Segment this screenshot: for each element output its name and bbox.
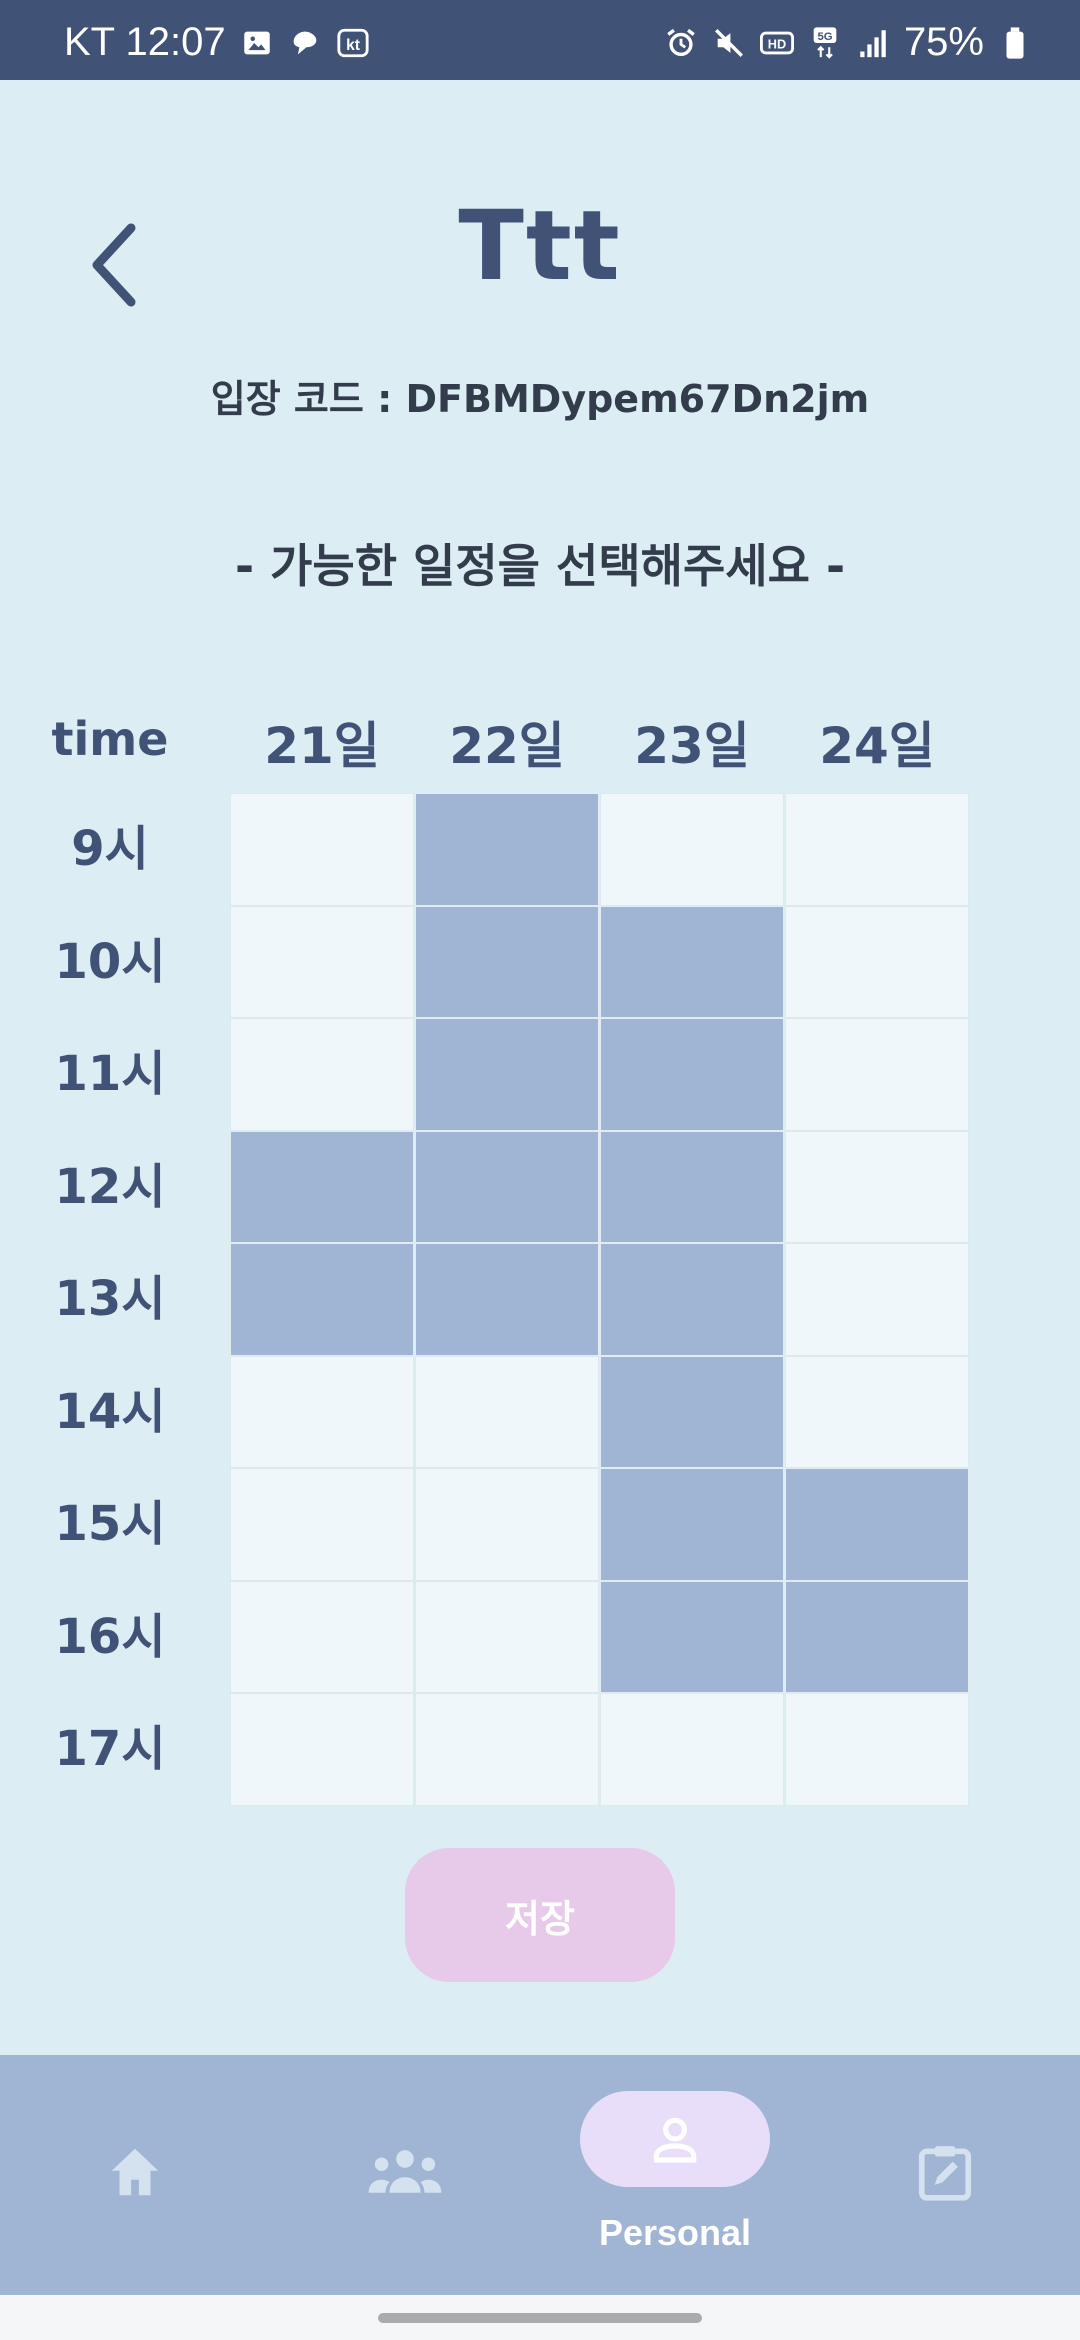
page-title: Ttt: [458, 190, 622, 302]
hour-label: 12시: [54, 1158, 166, 1215]
nav-personal-label: Personal: [598, 2212, 752, 2253]
status-bar: KT 12:07 kt HD 5G 75%: [0, 0, 1080, 80]
time-slot[interactable]: [785, 1131, 969, 1243]
hour-label: 10시: [54, 933, 166, 990]
time-slot-selected[interactable]: [415, 906, 599, 1018]
time-slot[interactable]: [415, 1468, 599, 1581]
time-slot[interactable]: [785, 1243, 969, 1356]
time-slot-selected[interactable]: [785, 1581, 969, 1693]
save-button[interactable]: 저장: [405, 1848, 675, 1982]
carrier-time: KT 12:07: [64, 20, 226, 64]
hd-icon: HD: [759, 26, 794, 60]
time-slot-selected[interactable]: [785, 1468, 969, 1581]
time-slot[interactable]: [230, 1468, 414, 1581]
time-slot[interactable]: [785, 793, 969, 906]
time-slot[interactable]: [415, 1693, 599, 1806]
time-slot[interactable]: [230, 1581, 414, 1693]
svg-text:kt: kt: [346, 37, 360, 54]
hour-label: 11시: [54, 1046, 166, 1102]
gesture-handle[interactable]: [378, 2313, 702, 2323]
hour-label: 9시: [71, 821, 149, 877]
gesture-bar-area: [0, 2295, 1080, 2340]
time-slot-selected[interactable]: [415, 1018, 599, 1131]
time-slot[interactable]: [415, 1356, 599, 1468]
time-slot[interactable]: [785, 1356, 969, 1468]
5g-icon: 5G: [808, 26, 842, 60]
time-slot-selected[interactable]: [600, 906, 784, 1018]
time-slot[interactable]: [230, 1018, 414, 1131]
chevron-left-icon: [92, 223, 136, 307]
time-slot[interactable]: [415, 1581, 599, 1693]
day-header: 22일: [449, 717, 565, 775]
nav-group[interactable]: [330, 2055, 480, 2295]
time-column-header: time: [51, 712, 169, 766]
group-icon: [366, 2145, 444, 2199]
day-header: 24일: [819, 717, 935, 775]
time-slot[interactable]: [600, 793, 784, 906]
mute-icon: [712, 26, 746, 60]
time-slot[interactable]: [230, 1356, 414, 1468]
time-slot-selected[interactable]: [415, 1243, 599, 1356]
chat-bubble-icon: [288, 26, 322, 60]
schedule-grid: [230, 793, 970, 1806]
nav-edit[interactable]: [870, 2055, 1020, 2295]
day-header: 23일: [634, 717, 750, 775]
time-slot-selected[interactable]: [415, 793, 599, 906]
battery-percent: 75%: [903, 20, 984, 64]
time-slot[interactable]: [785, 1018, 969, 1131]
nav-home[interactable]: [60, 2055, 210, 2295]
time-slot-selected[interactable]: [230, 1243, 414, 1356]
day-header: 21일: [264, 717, 380, 775]
svg-text:HD: HD: [768, 36, 786, 51]
time-slot-selected[interactable]: [230, 1131, 414, 1243]
edit-note-icon: [914, 2141, 976, 2203]
hour-label: 14시: [54, 1383, 166, 1440]
time-slot-selected[interactable]: [600, 1018, 784, 1131]
kt-app-icon: kt: [336, 26, 370, 60]
time-slot[interactable]: [785, 906, 969, 1018]
person-icon: [647, 2111, 703, 2167]
time-slot-selected[interactable]: [600, 1356, 784, 1468]
home-icon: [104, 2141, 166, 2203]
svg-text:5G: 5G: [817, 31, 832, 43]
nav-personal[interactable]: Personal: [555, 2055, 795, 2295]
hour-label: 13시: [54, 1271, 166, 1327]
time-slot-selected[interactable]: [600, 1243, 784, 1356]
alarm-icon: [664, 26, 698, 60]
bottom-nav: Personal: [0, 2055, 1080, 2295]
time-slot[interactable]: [230, 1693, 414, 1806]
time-slot-selected[interactable]: [600, 1131, 784, 1243]
signal-icon: [856, 26, 890, 60]
time-slot[interactable]: [785, 1693, 969, 1806]
time-slot[interactable]: [230, 906, 414, 1018]
time-slot-selected[interactable]: [600, 1581, 784, 1693]
battery-icon: [998, 26, 1032, 60]
status-right: HD 5G 75%: [664, 20, 1032, 65]
time-slot[interactable]: [600, 1693, 784, 1806]
entry-code: 입장 코드 : DFBMDypem67Dn2jm: [210, 377, 870, 421]
hour-label: 15시: [54, 1496, 166, 1552]
time-slot[interactable]: [230, 793, 414, 906]
status-left: KT 12:07 kt: [64, 20, 370, 65]
back-button[interactable]: [70, 210, 160, 320]
gallery-icon: [240, 26, 274, 60]
hour-label: 16시: [54, 1608, 166, 1665]
time-slot-selected[interactable]: [415, 1131, 599, 1243]
time-slot-selected[interactable]: [600, 1468, 784, 1581]
hour-label: 17시: [54, 1721, 166, 1777]
instruction-text: - 가능한 일정을 선택해주세요 -: [234, 539, 846, 593]
